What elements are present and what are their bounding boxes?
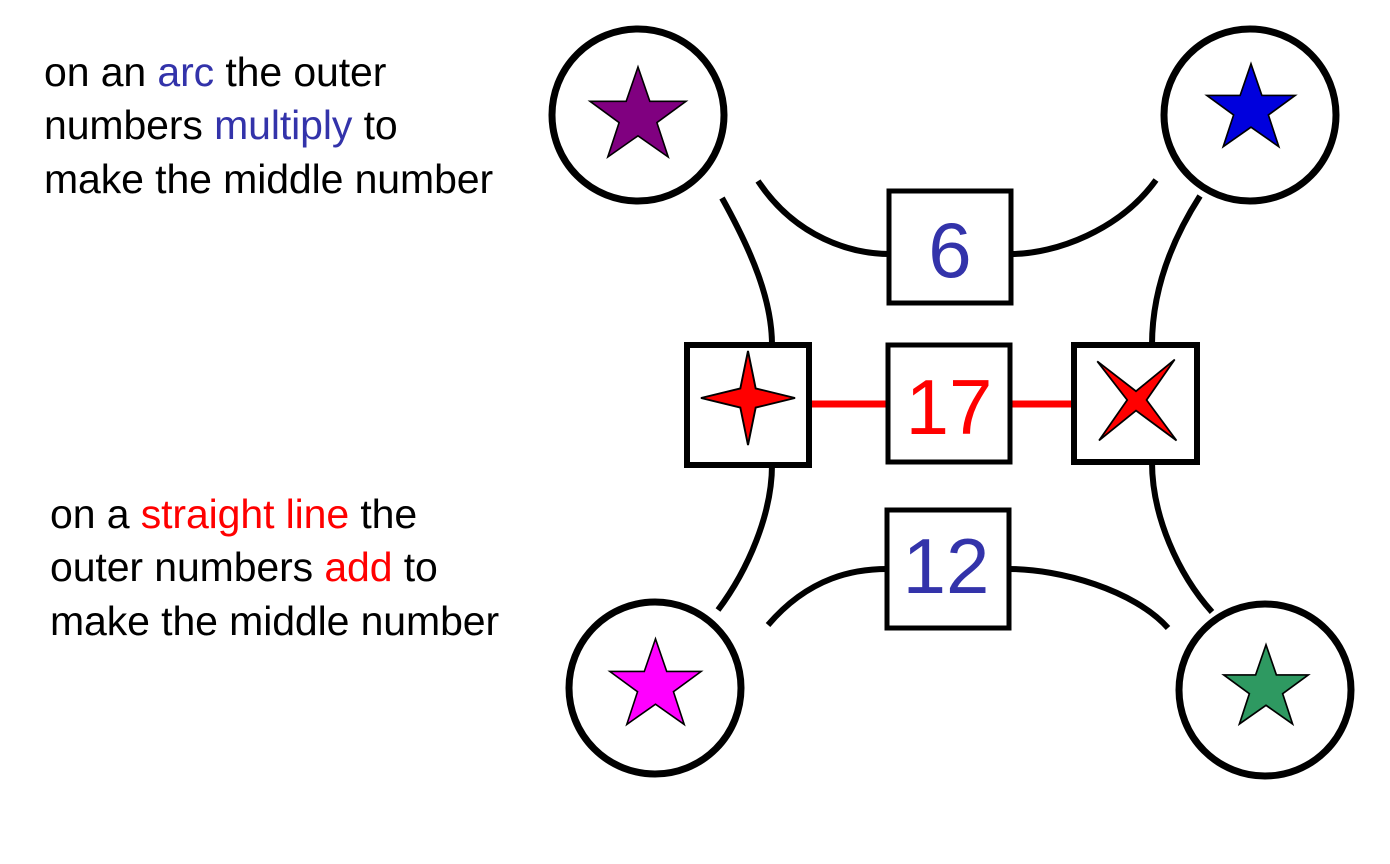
arc-connectors (715, 178, 1215, 631)
arc-keyword-arc: arc (157, 49, 215, 95)
arc-middleright-to-bottomright (1149, 461, 1215, 614)
center-square[interactable] (885, 342, 1013, 465)
line-keyword-add: add (324, 544, 393, 591)
instruction-arc-rule: on an arc the outer numbers multiply to … (44, 46, 499, 206)
center-value: 17 (906, 363, 993, 451)
top-middle-value: 6 (928, 206, 971, 294)
node-bottom-middle[interactable]: 12 (884, 507, 1012, 631)
line-keyword-straight-line: straight line (140, 491, 350, 537)
arc-topleft-to-middleleft (719, 196, 775, 346)
arc-text-part-1: on an (44, 49, 158, 95)
node-top-left[interactable] (548, 25, 728, 205)
node-bottom-left[interactable] (565, 598, 745, 778)
arc-six-to-topright (1010, 178, 1159, 257)
arc-middleleft-to-bottomleft (715, 464, 775, 612)
node-top-right[interactable] (1160, 25, 1340, 205)
node-middle-left[interactable] (684, 342, 812, 468)
line-text-part-3: to make the middle number (50, 544, 500, 644)
bottom-middle-square[interactable] (884, 507, 1012, 631)
top-middle-square[interactable] (886, 188, 1014, 306)
arc-bottomleft-to-twelve (765, 566, 888, 627)
puzzle-diagram: 6 17 12 (500, 0, 1390, 864)
node-top-middle[interactable]: 6 (886, 188, 1014, 306)
node-bottom-right[interactable] (1175, 600, 1355, 780)
diagram-canvas: 6 17 12 (548, 25, 1355, 780)
arc-topleft-to-six (755, 179, 891, 257)
arc-text-part-3: to make the middle number (44, 102, 494, 202)
instruction-column: on an arc the outer numbers multiply to … (0, 0, 520, 864)
arc-keyword-multiply: multiply (214, 102, 353, 149)
node-center[interactable]: 17 (885, 342, 1013, 465)
arc-topright-to-middleright (1149, 194, 1203, 346)
node-middle-right[interactable] (1071, 342, 1200, 465)
line-text-part-1: on a (50, 491, 141, 537)
instruction-line-rule: on a straight line the outer numbers add… (50, 488, 505, 648)
line-text-part-2: the outer numbers (50, 491, 418, 591)
arc-text-part-2: the outer numbers (44, 49, 387, 149)
arc-twelve-to-bottomright (1008, 566, 1171, 631)
bottom-middle-value: 12 (903, 522, 990, 610)
